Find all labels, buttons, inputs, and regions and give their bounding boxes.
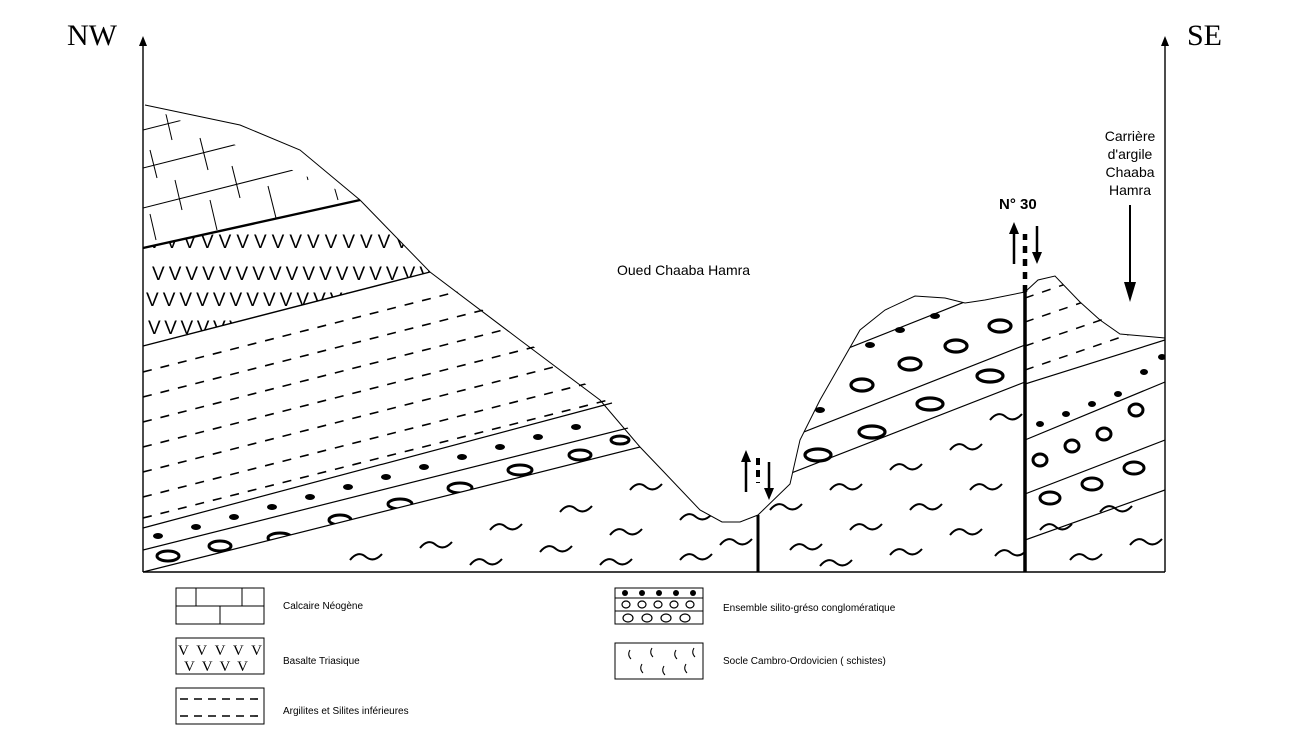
- svg-text:d'argile: d'argile: [1108, 146, 1153, 162]
- legend-swatch-clay: [175, 687, 265, 725]
- se-label: SE: [1187, 19, 1222, 52]
- topography-middle: [757, 291, 1026, 516]
- valley-label: Oued Chaaba Hamra: [617, 262, 750, 278]
- svg-text:VVVVVVVVVVVVVVVVV: VVVVVVVVVVVVVVVVV: [146, 290, 426, 311]
- svg-text:Carrière: Carrière: [1105, 128, 1156, 144]
- svg-text:Hamra: Hamra: [1109, 182, 1151, 198]
- legend-swatch-basalt: VVVVV VVVV: [175, 637, 265, 675]
- fault-arrows-left: [741, 450, 774, 500]
- topography-left: [144, 104, 759, 523]
- svg-text:VVVVV: VVVVV: [178, 643, 262, 659]
- right-axis: [1161, 36, 1169, 572]
- schist-layer-left: [349, 483, 753, 566]
- legend-label-schist: Socle Cambro-Ordovicien ( schistes): [723, 656, 886, 667]
- svg-text:VVVVVVVVVVVVVVV: VVVVVVVVVVVVVVV: [148, 232, 408, 253]
- conglomerate-layer-left: [143, 424, 640, 569]
- legend-label-conglomerate: Ensemble silito-gréso conglomératique: [723, 603, 896, 614]
- quarry-label: Carrière d'argile Chaaba Hamra: [1105, 128, 1156, 198]
- legend-label-basalt: Basalte Triasique: [283, 656, 360, 667]
- nw-label: NW: [67, 19, 118, 52]
- svg-text:VVVVVVVVVVVVVVVVV: VVVVVVVVVVVVVVVVV: [152, 264, 432, 285]
- fault-arrows-n30: [1009, 222, 1042, 264]
- legend-label-clay: Argilites et Silites inférieures: [283, 706, 409, 717]
- fault-label: N° 30: [999, 196, 1037, 213]
- limestone-layer: [143, 105, 360, 241]
- legend-swatch-conglomerate: [614, 587, 704, 625]
- svg-text:VVVV: VVVV: [184, 659, 248, 675]
- quarry-arrow: [1124, 205, 1136, 302]
- clay-layer-left: [143, 272, 612, 519]
- topography-right: [1024, 275, 1166, 339]
- right-block: [1025, 276, 1165, 561]
- basalt-layer: VVVVVVVVVVVVVVV VVVVVVVVVVVVVVVVV VVVVVV…: [146, 232, 432, 339]
- middle-block: [758, 292, 1025, 567]
- left-axis: [139, 36, 147, 572]
- legend-swatch-limestone: [175, 587, 265, 625]
- svg-text:Chaaba: Chaaba: [1105, 164, 1154, 180]
- legend-label-limestone: Calcaire Néogène: [283, 601, 363, 612]
- legend-swatch-schist: [614, 642, 704, 680]
